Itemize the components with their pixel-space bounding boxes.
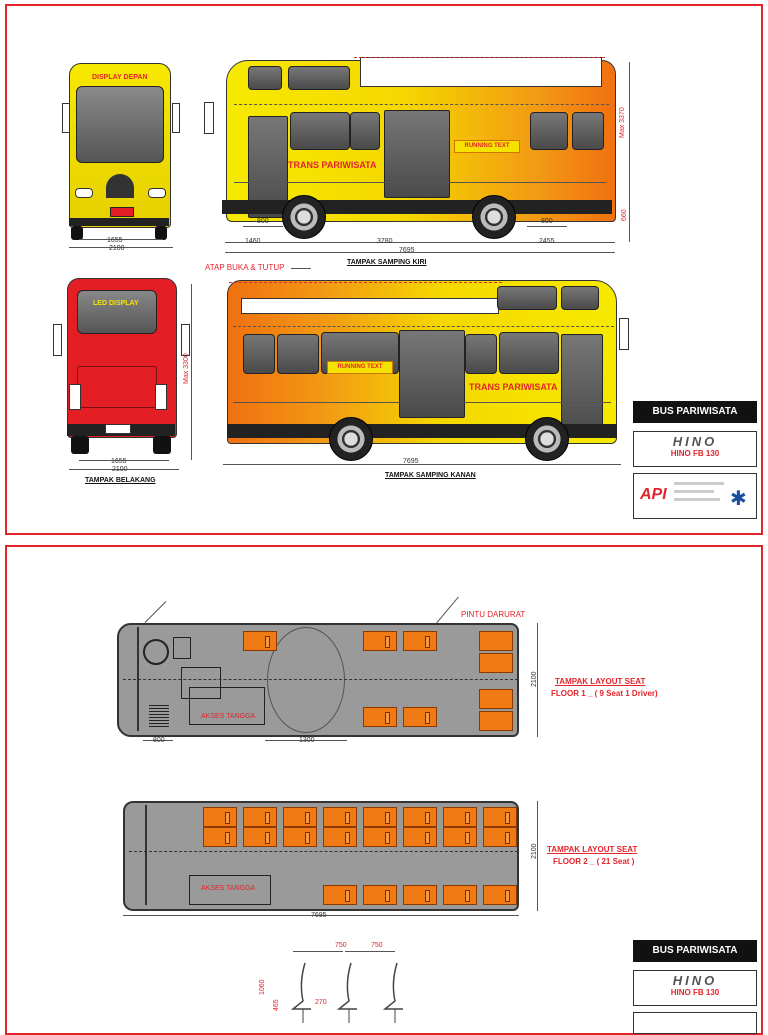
left-running-text: RUNNING TEXT <box>454 140 520 153</box>
model-box-2: HINO HINO FB 130 <box>633 970 757 1006</box>
seat <box>363 827 397 847</box>
pitch-a: 750 <box>335 942 347 949</box>
left-seg-a: 1460 <box>245 238 261 245</box>
front-display-label: DISPLAY DEPAN <box>92 74 148 81</box>
roof-note: ATAP BUKA & TUTUP <box>205 263 285 272</box>
seat <box>443 885 477 905</box>
title-block-2: BUS PARIWISATA <box>633 940 757 962</box>
left-length: 7695 <box>399 247 415 254</box>
title-block-1: BUS PARIWISATA <box>633 401 757 423</box>
back-dim-outer: 2100 <box>112 466 128 473</box>
bus-back-view: LED DISPLAY <box>53 274 190 464</box>
left-seg-c: 2455 <box>539 238 555 245</box>
drawing-sheet-elevations: DISPLAY DEPAN 1655 2100 RUNNING TEXT TRA… <box>5 4 763 535</box>
seat <box>443 827 477 847</box>
model-box-1: HINO HINO FB 130 <box>633 431 757 467</box>
back-dim-inner: 1655 <box>111 458 127 465</box>
seat <box>363 807 397 827</box>
seat <box>483 827 517 847</box>
bus-right-side-view: RUNNING TEXT TRANS PARIWISATA <box>223 274 629 461</box>
left-seg-b: 3780 <box>377 238 393 245</box>
floor1-dim-a: 800 <box>153 737 165 744</box>
floor1-akses-label: AKSES TANGGA <box>201 713 256 720</box>
pintu-darurat-label: PINTU DARURAT <box>461 610 526 619</box>
seat-profile-icon <box>290 962 403 1023</box>
seat <box>403 707 437 727</box>
seat <box>243 807 277 827</box>
floor-2-plan: AKSES TANGGA <box>123 801 519 911</box>
company-logo-box-2 <box>633 1012 757 1034</box>
seat <box>363 631 397 651</box>
pitch-b: 750 <box>371 942 383 949</box>
seat <box>479 631 513 651</box>
seat <box>479 711 513 731</box>
floor1-dim-b: 1300 <box>299 737 315 744</box>
floor1-subtitle: FLOOR 1 _ ( 9 Seat 1 Driver) <box>551 689 658 698</box>
floor2-length: 7695 <box>311 912 327 919</box>
floor2-subtitle: FLOOR 2 _ ( 21 Seat ) <box>553 857 635 866</box>
seat <box>323 885 357 905</box>
seat <box>403 885 437 905</box>
right-running-text: RUNNING TEXT <box>327 361 393 374</box>
left-height-dim: Max 3370 <box>619 107 626 138</box>
floor1-width-dim: 2100 <box>531 671 538 687</box>
floor-1-plan: AKSES TANGGA <box>117 623 519 737</box>
seat-section-drawing <box>269 951 409 1027</box>
seat <box>323 807 357 827</box>
right-length: 7695 <box>403 458 419 465</box>
bus-left-side-view: RUNNING TEXT TRANS PARIWISATA <box>204 54 620 239</box>
seat <box>283 827 317 847</box>
seat <box>323 827 357 847</box>
api-logo: API <box>640 486 667 503</box>
seat <box>203 827 237 847</box>
seat-base-dim: 465 <box>273 999 280 1011</box>
back-height-dim: Max 3300 <box>183 353 190 384</box>
company-logo-box: API ✱ <box>633 473 757 519</box>
seat <box>403 807 437 827</box>
seat <box>363 885 397 905</box>
seat <box>203 807 237 827</box>
seat <box>403 827 437 847</box>
front-dim-inner: 1655 <box>107 237 123 244</box>
seat <box>443 807 477 827</box>
left-caption: TAMPAK SAMPING KIRI <box>347 259 427 266</box>
left-ground-dim: 660 <box>621 209 628 221</box>
seat <box>483 807 517 827</box>
model-name: HINO FB 130 <box>670 988 720 997</box>
back-caption: TAMPAK BELAKANG <box>85 477 156 484</box>
seat <box>363 707 397 727</box>
right-caption: TAMPAK SAMPING KANAN <box>385 472 476 479</box>
floor1-title: TAMPAK LAYOUT SEAT <box>555 677 646 686</box>
front-dim-outer: 2100 <box>109 245 125 252</box>
seat-height-dim: 1060 <box>259 979 266 995</box>
bus-front-view: DISPLAY DEPAN <box>62 58 180 244</box>
seat <box>479 689 513 709</box>
star-of-life-icon: ✱ <box>730 488 747 510</box>
left-overhang-front: 800 <box>257 218 269 225</box>
seat <box>243 827 277 847</box>
seat <box>403 631 437 651</box>
drawing-sheet-seat-layout: AKSES TANGGA PINTU DARURAT 800 1300 2100… <box>5 545 763 1035</box>
seat <box>283 807 317 827</box>
model-name: HINO FB 130 <box>670 449 720 458</box>
seat <box>479 653 513 673</box>
floor2-width-dim: 2100 <box>531 843 538 859</box>
floor2-title: TAMPAK LAYOUT SEAT <box>547 845 638 854</box>
left-trans-label: TRANS PARIWISATA <box>288 160 377 170</box>
left-overhang-rear: 800 <box>541 218 553 225</box>
right-trans-label: TRANS PARIWISATA <box>469 382 558 392</box>
hino-logo: HINO <box>672 973 718 988</box>
floor2-akses-label: AKSES TANGGA <box>201 885 256 892</box>
back-display-label: LED DISPLAY <box>93 300 139 307</box>
hino-logo: HINO <box>672 434 718 449</box>
seat <box>483 885 517 905</box>
seat <box>243 631 277 651</box>
seat-depth-dim: 270 <box>315 999 327 1006</box>
steering-wheel-icon <box>143 639 169 665</box>
